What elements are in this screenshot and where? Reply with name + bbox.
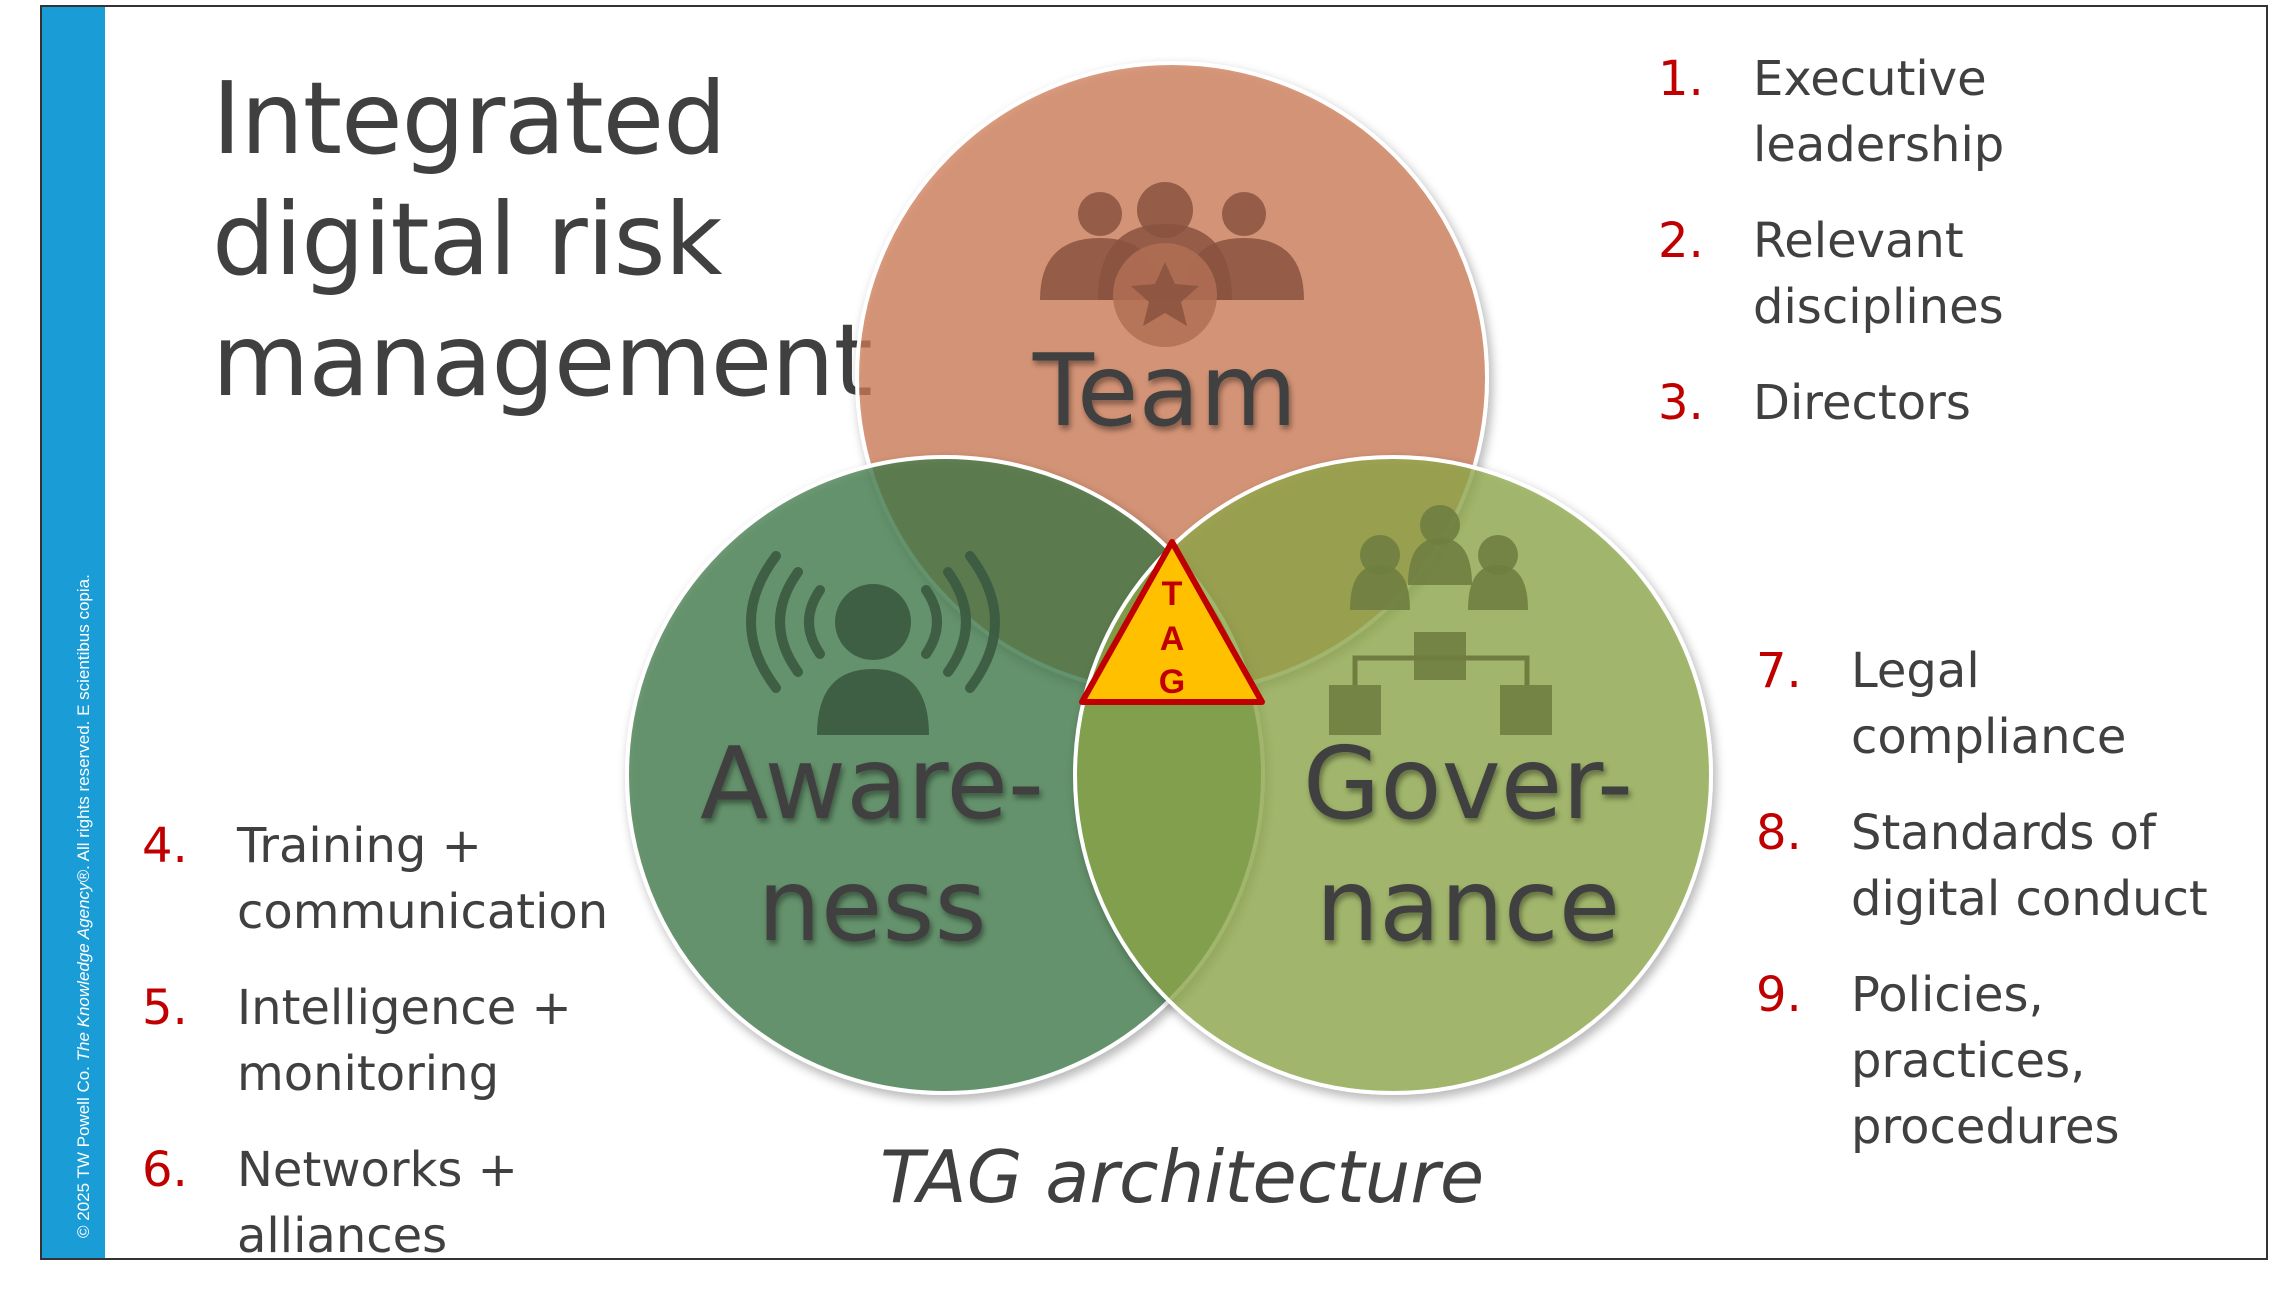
list-text-line: leadership [1753, 117, 2005, 173]
list-text-line: Executive [1753, 51, 1987, 107]
list-number: 9. [1756, 967, 1802, 1023]
side-bar [42, 7, 105, 1258]
tag-triangle [1079, 539, 1265, 705]
list-text-line: compliance [1851, 709, 2127, 765]
list-item: 3. Directors [1658, 370, 2218, 436]
list-number: 2. [1658, 213, 1704, 269]
awareness-list: 4. Training + communication 5. Intellige… [142, 813, 662, 1299]
list-item: 1. Executive leadership [1658, 46, 2218, 178]
list-item: 4. Training + communication [142, 813, 662, 945]
list-text-line: Policies, [1851, 967, 2044, 1023]
list-text-line: Legal [1851, 643, 1980, 699]
list-text-line: practices, [1851, 1033, 2086, 1089]
list-number: 8. [1756, 805, 1802, 861]
list-text-line: digital conduct [1851, 871, 2208, 927]
tag-letter-g: G [1159, 663, 1185, 701]
tag-letter-t: T [1162, 575, 1183, 613]
title-line: management [212, 302, 873, 419]
list-item: 7. Legal compliance [1756, 638, 2256, 770]
broadcast-person-icon [746, 551, 1000, 735]
governance-label-line1: Gover- [1303, 725, 1633, 842]
list-item: 9. Policies, practices, procedures [1756, 962, 2256, 1160]
list-text-line: Training + [237, 818, 482, 874]
list-text-line: Intelligence + [237, 980, 572, 1036]
list-item: 2. Relevant disciplines [1658, 208, 2218, 340]
awareness-label-line1: Aware- [700, 725, 1044, 842]
governance-circle [1073, 455, 1713, 1095]
list-number: 4. [142, 818, 188, 874]
list-text-line: disciplines [1753, 279, 2004, 335]
list-text-line: communication [237, 884, 609, 940]
list-text-line: Relevant [1753, 213, 1964, 269]
list-text-line: Standards of [1851, 805, 2156, 861]
team-list: 1. Executive leadership 2. Relevant disc… [1658, 46, 2218, 466]
list-text-line: monitoring [237, 1046, 500, 1102]
list-number: 5. [142, 980, 188, 1036]
venn-diagram: Team Aware- ness Gover- nance T A G [625, 61, 1713, 1095]
title-line: Integrated [212, 60, 727, 177]
list-item: 5. Intelligence + monitoring [142, 975, 662, 1107]
org-chart-icon [1329, 505, 1552, 735]
team-star-icon [1040, 182, 1304, 347]
title-line: digital risk [212, 181, 722, 298]
list-number: 7. [1756, 643, 1802, 699]
list-text-line: procedures [1851, 1099, 2120, 1155]
list-number: 1. [1658, 51, 1704, 107]
list-item: 8. Standards of digital conduct [1756, 800, 2256, 932]
list-item: 6. Networks + alliances [142, 1137, 662, 1269]
governance-list: 7. Legal compliance 8. Standards of digi… [1756, 638, 2256, 1190]
governance-label-line2: nance [1316, 847, 1621, 964]
list-text-line: Directors [1753, 375, 1971, 431]
awareness-label-line2: ness [757, 847, 986, 964]
list-text-line: Networks + alliances [237, 1142, 518, 1264]
page-title: Integrated digital risk management [212, 58, 873, 421]
list-number: 6. [142, 1142, 188, 1198]
list-number: 3. [1658, 375, 1704, 431]
diagram-caption: TAG architecture [880, 1135, 1485, 1219]
team-label: Team [1032, 332, 1297, 449]
tag-letter-a: A [1160, 620, 1185, 658]
